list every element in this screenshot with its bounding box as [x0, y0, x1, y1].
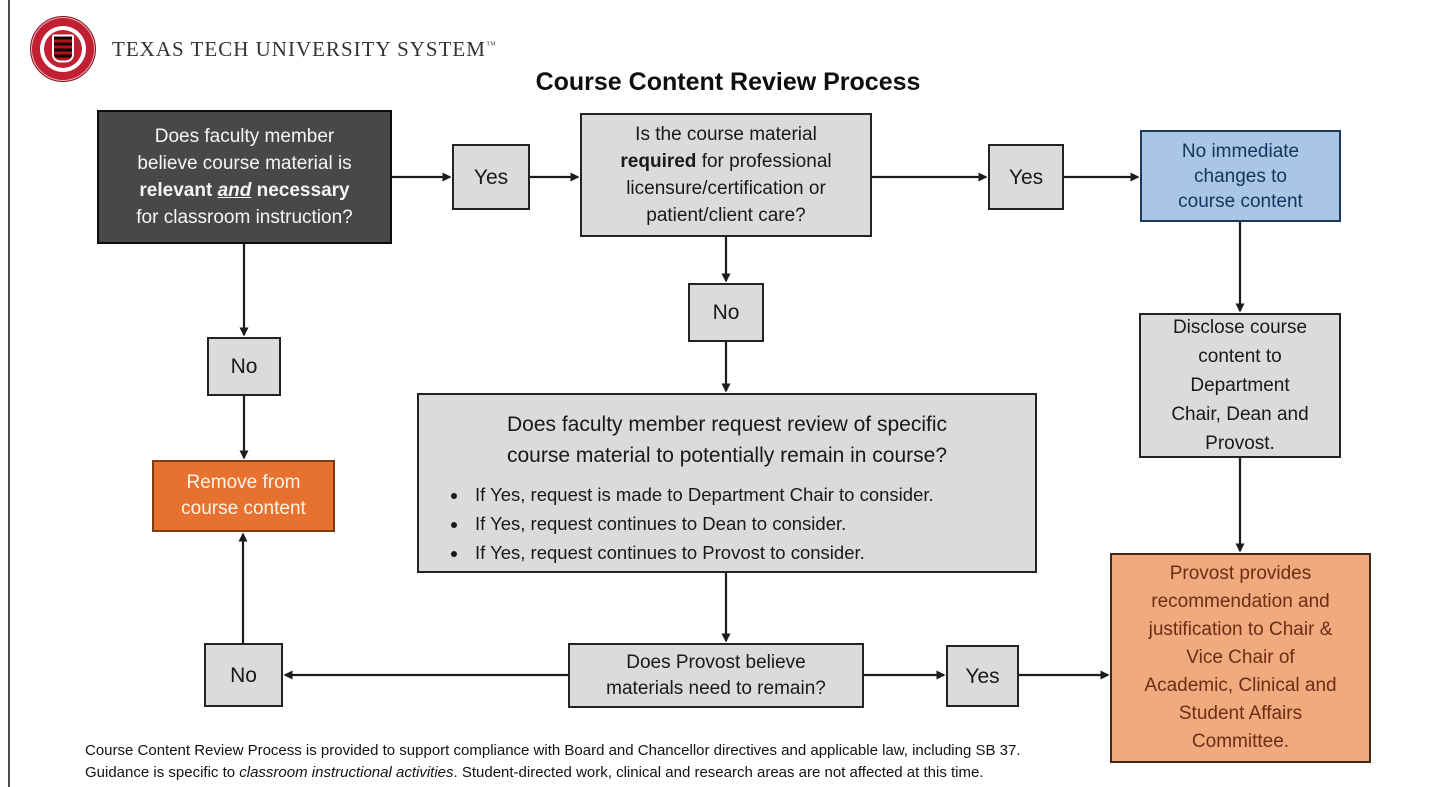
node-text-line: course material to potentially remain in… — [506, 444, 948, 467]
connector-no-2: No — [688, 283, 764, 342]
ttu-seal-logo-icon — [30, 16, 96, 82]
bold-text: necessary — [251, 180, 350, 201]
yes-label: Yes — [1008, 165, 1044, 189]
node-text-line: course content — [181, 498, 306, 519]
bold-text: required — [620, 151, 697, 172]
node-text-line: Chair, Dean and — [1171, 404, 1309, 425]
node-remove-from-course-content: Remove from course content — [152, 460, 335, 532]
yes-label: Yes — [965, 664, 1000, 688]
plain-text: for professional — [696, 151, 832, 172]
review-heading: Does faculty member request review of sp… — [437, 409, 1017, 471]
connector-yes-3: Yes — [946, 645, 1019, 707]
node-text-line: Department — [1190, 375, 1290, 396]
footer-disclaimer: Course Content Review Process is provide… — [85, 740, 1135, 784]
connector-yes-2: Yes — [988, 144, 1064, 210]
node-text-line: materials need to remain? — [606, 677, 826, 699]
footer-italic-text: classroom instructional activities — [239, 764, 454, 781]
footer-line-2: Guidance is specific to classroom instru… — [85, 762, 1135, 784]
node-text-line: Disclose course — [1172, 317, 1308, 338]
yes-label: Yes — [473, 165, 509, 189]
no-label: No — [230, 355, 258, 378]
connector-yes-1: Yes — [452, 144, 530, 210]
node-question-review-request: Does faculty member request review of sp… — [417, 393, 1037, 573]
node-text-line: Does faculty member request review of sp… — [506, 413, 947, 436]
node-text-line: Is the course material — [635, 124, 817, 145]
node-text-line: content to — [1198, 346, 1282, 367]
node-text-line: Student Affairs — [1178, 703, 1303, 724]
node-text-line: Provost provides — [1169, 563, 1312, 584]
review-bullet-list: If Yes, request is made to Department Ch… — [437, 480, 1017, 567]
page-title: Course Content Review Process — [535, 68, 921, 96]
node-text-line: believe course material is — [137, 153, 352, 174]
node-text-line: Committee. — [1191, 731, 1290, 752]
review-bullet-item: If Yes, request is made to Department Ch… — [469, 480, 1017, 509]
node-question-relevant-necessary: Does faculty member believe course mater… — [97, 110, 392, 244]
connector-no-1: No — [207, 337, 281, 396]
node-disclose-course-content: Disclose course content to Department Ch… — [1139, 313, 1341, 458]
node-text-line: required for professional — [620, 148, 831, 175]
footer-text: . Student-directed work, clinical and re… — [453, 764, 984, 781]
node-text-line: Does Provost believe — [626, 651, 806, 673]
node-text-line: course content — [1178, 190, 1303, 212]
node-provost-recommendation: Provost provides recommendation and just… — [1110, 553, 1371, 763]
bold-text: relevant — [139, 180, 218, 201]
node-text-line: Does faculty member — [154, 126, 335, 147]
node-question-required-licensure: Is the course material required for prof… — [580, 113, 872, 237]
no-label: No — [230, 663, 257, 687]
left-edge-divider — [8, 0, 10, 787]
seal-shield-icon — [52, 34, 74, 63]
node-text-line: relevant and necessary — [139, 177, 349, 204]
no-label: No — [712, 301, 740, 324]
node-text-line: recommendation and — [1151, 591, 1330, 612]
brand-name-text: TEXAS TECH UNIVERSITY SYSTEM — [112, 36, 486, 61]
node-question-provost-believe: Does Provost believe materials need to r… — [568, 643, 864, 708]
footer-text: Guidance is specific to — [85, 764, 240, 781]
node-text-line: justification to Chair & — [1148, 619, 1333, 640]
trademark-symbol: ™ — [485, 39, 497, 51]
node-text-line: patient/client care? — [646, 205, 806, 226]
review-bullet-item: If Yes, request continues to Provost to … — [469, 538, 1017, 567]
brand-name: TEXAS TECH UNIVERSITY SYSTEM™ — [112, 37, 497, 62]
node-text-line: for classroom instruction? — [136, 207, 353, 228]
connector-no-3: No — [204, 643, 283, 707]
review-bullet-item: If Yes, request continues to Dean to con… — [469, 509, 1017, 538]
bold-italic-underline-text: and — [217, 180, 252, 201]
node-text-line: Provost. — [1205, 433, 1275, 454]
node-text-line: Vice Chair of — [1186, 647, 1295, 668]
node-text-line: changes to — [1194, 165, 1287, 187]
footer-line-1: Course Content Review Process is provide… — [85, 742, 1021, 759]
node-no-immediate-changes: No immediate changes to course content — [1140, 130, 1341, 222]
node-text-line: No immediate — [1181, 140, 1300, 162]
node-text-line: licensure/certification or — [626, 178, 826, 199]
node-text-line: Academic, Clinical and — [1144, 675, 1337, 696]
node-text-line: Remove from — [186, 472, 301, 493]
brand-header: TEXAS TECH UNIVERSITY SYSTEM™ — [30, 16, 497, 82]
